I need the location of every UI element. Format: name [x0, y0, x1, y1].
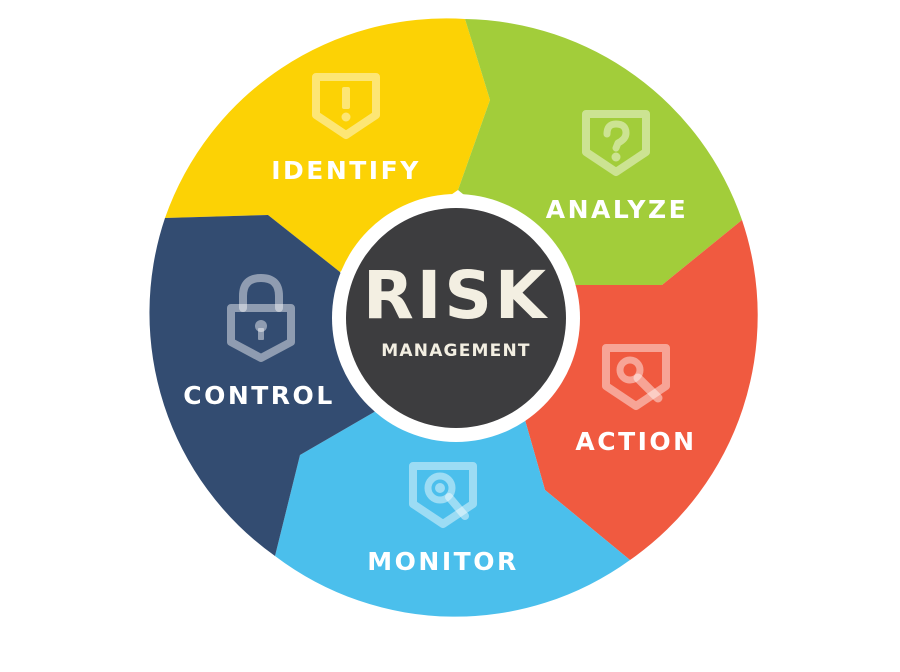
segment-monitor	[275, 400, 630, 617]
segment-action	[525, 220, 758, 560]
wrench-icon	[602, 344, 670, 410]
segment-label-monitor: MONITOR	[367, 547, 518, 576]
center-title: RISK	[363, 257, 549, 334]
center-disc	[346, 208, 566, 428]
padlock-icon	[227, 274, 295, 362]
segment-label-identify: IDENTIFY	[271, 156, 421, 185]
segment-label-analyze: ANALYZE	[546, 195, 688, 224]
center-subtitle: MANAGEMENT	[381, 341, 530, 361]
exclamation-shield-icon	[312, 73, 380, 139]
segment-label-action: ACTION	[575, 427, 696, 456]
segment-label-control: CONTROL	[183, 381, 335, 410]
question-shield-icon	[582, 110, 650, 176]
magnifier-icon	[409, 462, 477, 528]
